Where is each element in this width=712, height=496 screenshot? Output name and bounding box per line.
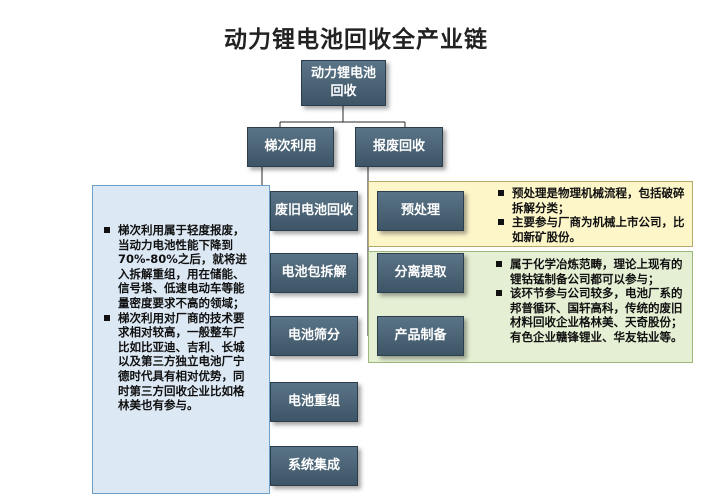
step-battery-reassembly: 电池重组 xyxy=(270,382,358,422)
pretreatment-notes: 预处理是物理机械流程，包括破碎拆解分类； 主要参与厂商为机械上市公司，比如新矿股… xyxy=(498,186,686,244)
branch-scrap-recycle: 报废回收 xyxy=(355,127,443,167)
note-item: 梯次利用对厂商的技术要求相对较高，一般整车厂比如比亚迪、吉利、长城以及第三方独立… xyxy=(104,311,250,413)
note-item: 梯次利用属于轻度报废，当动力电池性能下降到70%-80%之后，就将进入拆解重组，… xyxy=(104,223,250,311)
step-battery-screening: 电池筛分 xyxy=(270,316,358,356)
step-waste-battery-recycle: 废旧电池回收 xyxy=(270,191,358,231)
note-item: 该环节参与公司较多，电池厂系的邦普循环、国轩高科，传统的废旧材料回收企业格林美、… xyxy=(496,286,688,344)
step-pretreatment: 预处理 xyxy=(377,191,464,231)
page-title: 动力锂电池回收全产业链 xyxy=(224,27,488,53)
trickle-use-notes: 梯次利用属于轻度报废，当动力电池性能下降到70%-80%之后，就将进入拆解重组，… xyxy=(104,223,250,413)
step-separation-extraction: 分离提取 xyxy=(377,253,464,293)
note-item: 预处理是物理机械流程，包括破碎拆解分类； xyxy=(498,186,686,215)
step-product-preparation: 产品制备 xyxy=(377,316,464,356)
root-node: 动力锂电池回收 xyxy=(301,60,386,106)
note-item: 属于化学冶炼范畴，理论上现有的锂钴锰制备公司都可以参与； xyxy=(496,257,688,286)
step-pack-disassembly: 电池包拆解 xyxy=(270,253,358,293)
branch-trickle-use: 梯次利用 xyxy=(247,127,334,167)
step-system-integration: 系统集成 xyxy=(270,446,358,486)
note-item: 主要参与厂商为机械上市公司，比如新矿股份。 xyxy=(498,215,686,244)
separation-notes: 属于化学冶炼范畴，理论上现有的锂钴锰制备公司都可以参与； 该环节参与公司较多，电… xyxy=(496,257,688,345)
trickle-use-notes-panel xyxy=(92,185,270,494)
